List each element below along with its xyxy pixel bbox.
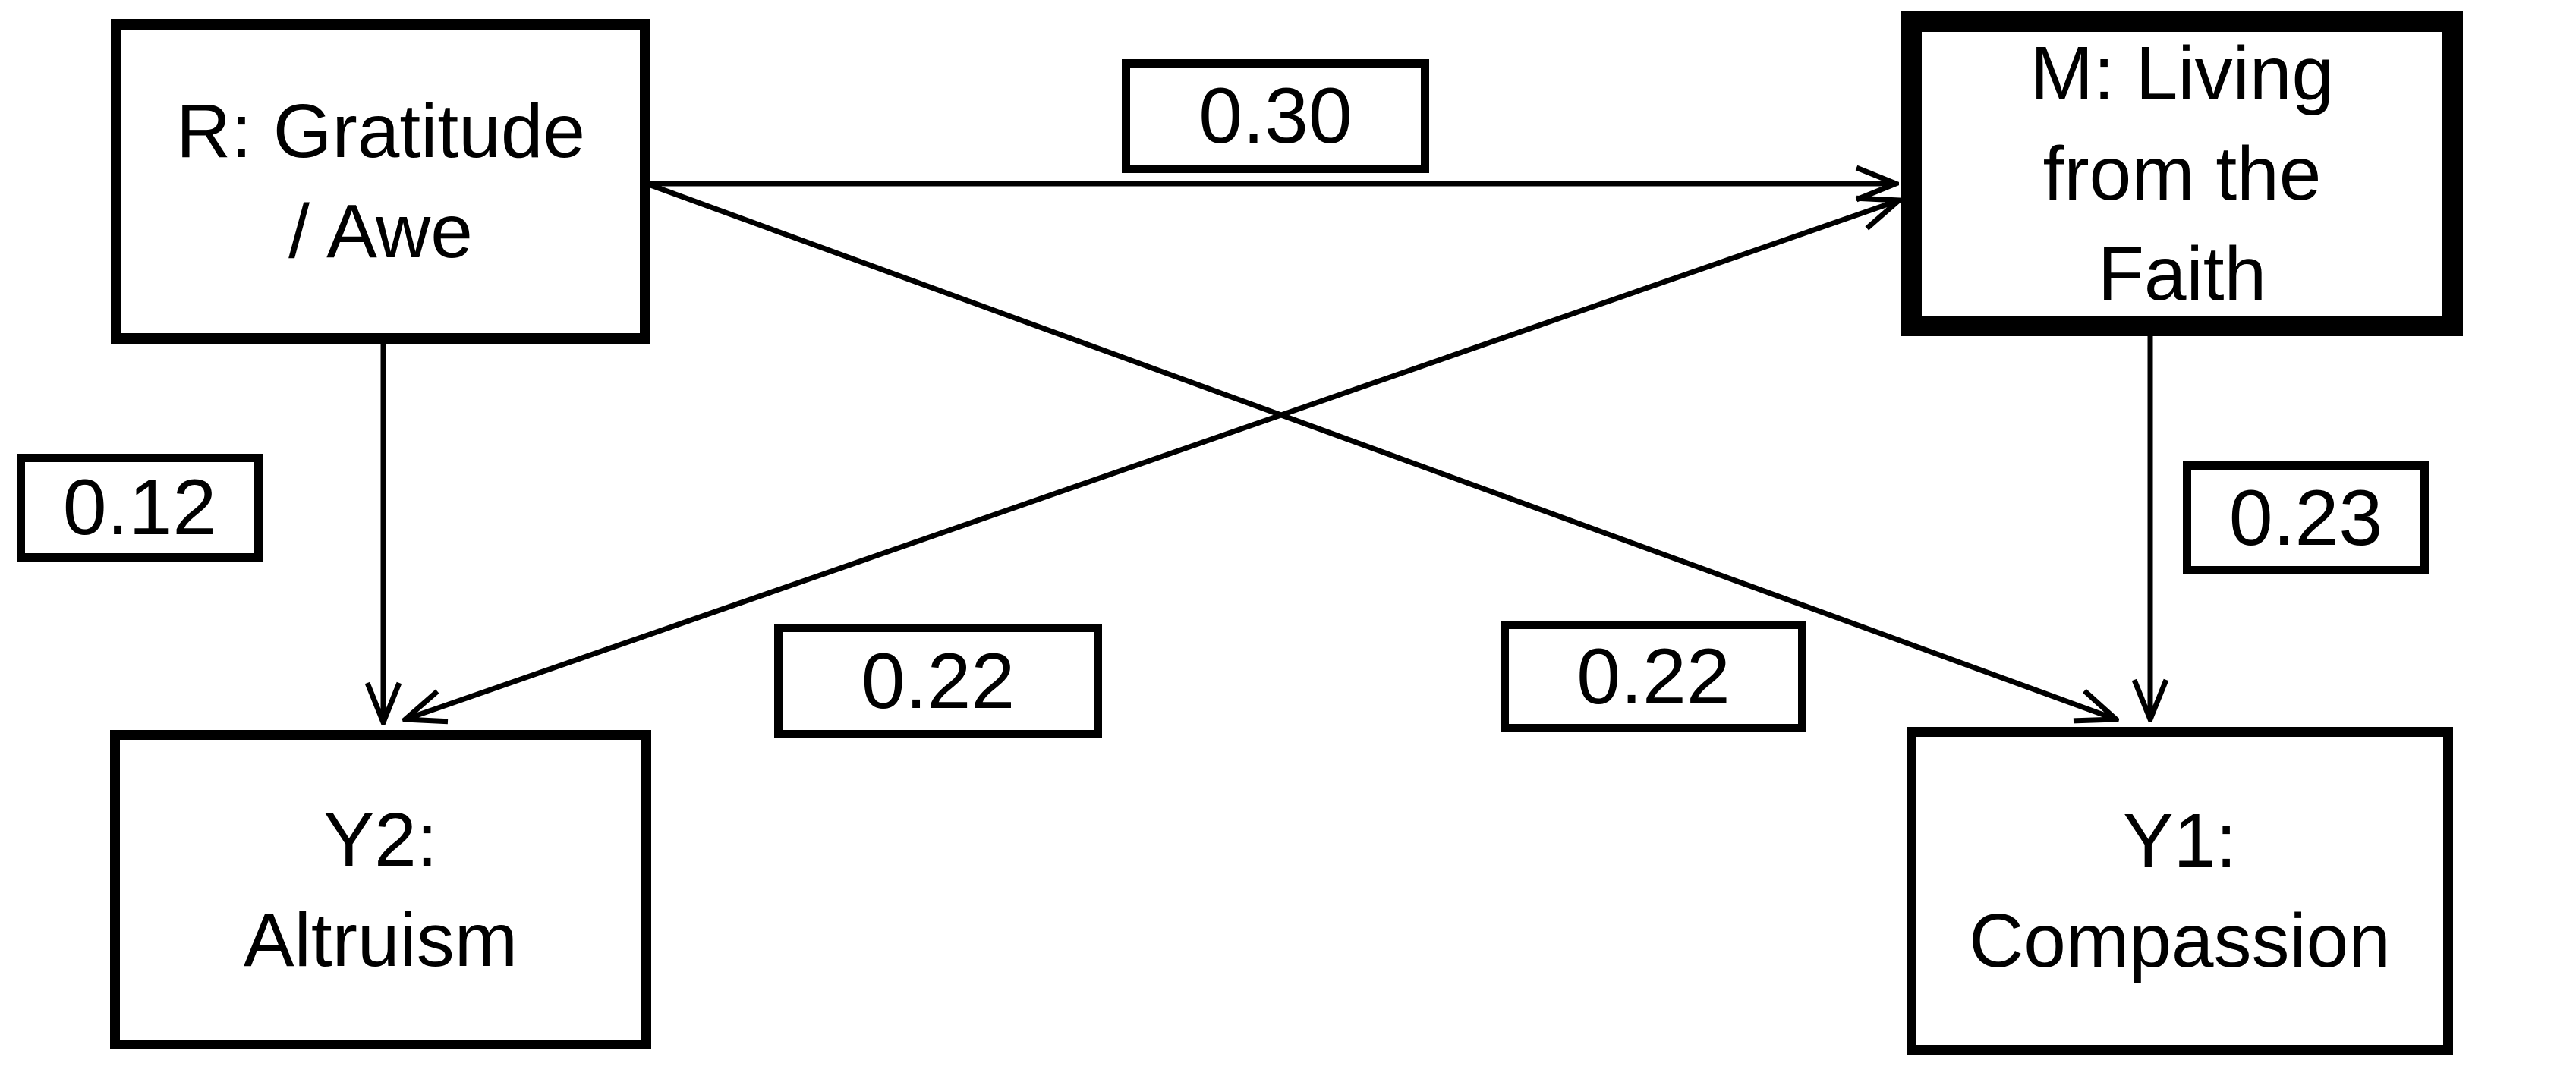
node-y1-compassion: Y1: Compassion (1907, 727, 2453, 1055)
node-r-gratitude-awe: R: Gratitude / Awe (111, 19, 650, 344)
path-label-m-to-y1: 0.23 (2183, 461, 2429, 574)
arrow-m-to-y2 (405, 200, 1899, 719)
path-label-r-to-m: 0.30 (1122, 59, 1429, 173)
path-label-r-to-y2: 0.12 (17, 454, 263, 562)
node-y2-altruism: Y2: Altruism (110, 730, 651, 1049)
node-m-living-from-the-faith: M: Living from the Faith (1901, 11, 2463, 336)
path-label-r-to-y1: 0.22 (1501, 621, 1806, 732)
path-label-m-to-y2: 0.22 (774, 624, 1102, 738)
